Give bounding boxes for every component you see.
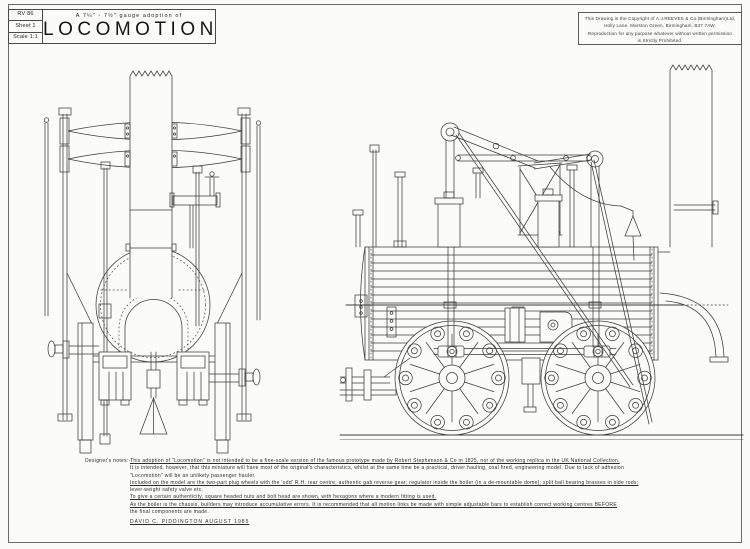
front-elevation-view	[43, 70, 262, 454]
note-line: This adoption of "Locomotion" is not int…	[130, 458, 620, 464]
rail-line	[339, 434, 744, 440]
title-block-left-column: RV 86 Sheet 1 Scale 1:1	[9, 10, 43, 43]
front-running-gear	[47, 322, 261, 454]
title-block-main: A 7¼" - 7½" gauge adoption of LOCOMOTION	[43, 10, 215, 43]
side-elevation-view	[339, 64, 744, 440]
designers-notes: Designer's notes:- This adoption of "Loc…	[85, 458, 743, 525]
drawing-subtitle: A 7¼" - 7½" gauge adoption of	[75, 12, 183, 19]
drawing-ref: RV 86	[9, 10, 42, 22]
drawing-scale: Scale 1:1	[13, 34, 38, 41]
front-chimney	[124, 70, 178, 299]
note-line: It is intended, however, that this minia…	[130, 465, 625, 472]
side-gab-levers	[455, 132, 653, 425]
note-line: Included on the model are the two-part p…	[130, 479, 639, 486]
note-line: To give a certain authenticity, square h…	[130, 494, 437, 501]
note-line: lever-weight safety valve etc.	[130, 487, 204, 494]
copyright-line: is Strictly Prohibited.	[637, 38, 683, 44]
notes-lines: This adoption of "Locomotion" is not int…	[130, 458, 743, 516]
note-line: the final components are made.	[130, 509, 210, 516]
note-line: "Locomotion" will be an unlikely passeng…	[130, 472, 256, 479]
title-block: RV 86 Sheet 1 Scale 1:1 A 7¼" - 7½" gaug…	[8, 9, 216, 44]
side-chimney	[657, 64, 729, 363]
sheet-border	[8, 4, 742, 543]
side-coupling-rod	[433, 345, 617, 358]
front-frame-posts	[43, 107, 262, 422]
copyright-line: Holly Lane, Marston Green, Birmingham, B…	[604, 23, 716, 29]
drawing-title: LOCOMOTION	[43, 18, 215, 40]
copyright-line: This Drawing is the Copyright of A.J.REE…	[584, 16, 736, 21]
copyright-box: This Drawing is the Copyright of A.J.REE…	[578, 12, 742, 45]
side-connecting-rods	[443, 246, 602, 348]
copyright-line: Reproduction for any purpose whatever wi…	[587, 30, 733, 36]
note-line: As the boiler is the chassis, builders m…	[130, 501, 617, 508]
designer-signature: DAVID C. PIDDINGTON AUGUST 1985	[130, 518, 250, 525]
notes-label: Designer's notes:-	[85, 458, 131, 464]
sheet-number: Sheet 1	[9, 21, 42, 33]
side-drawgear	[339, 357, 411, 402]
